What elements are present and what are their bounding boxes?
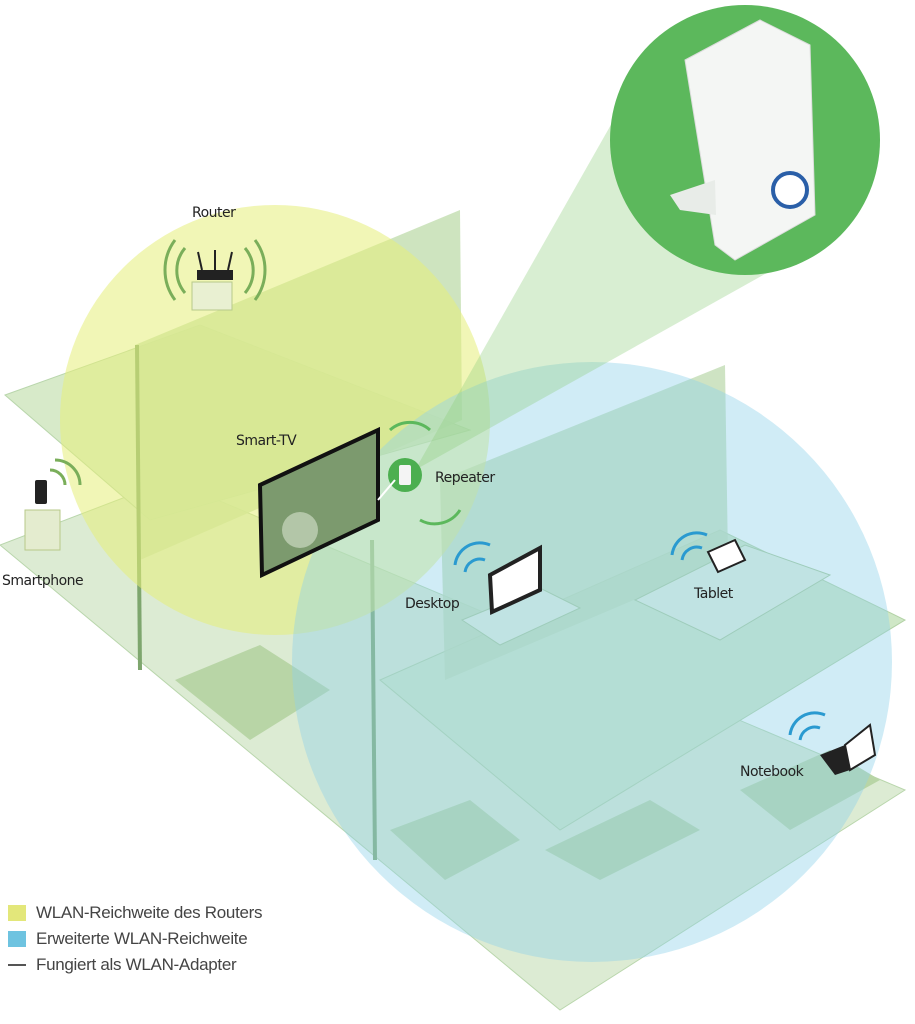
line-icon xyxy=(8,964,26,966)
notebook-label: Notebook xyxy=(740,764,805,780)
smart-tv-icon xyxy=(257,426,380,579)
tablet-icon xyxy=(670,531,747,574)
legend-adapter: Fungiert als WLAN-Adapter xyxy=(8,955,237,975)
repeater-device-image xyxy=(670,19,816,261)
router-icon xyxy=(163,239,267,311)
repeater-icon xyxy=(388,420,462,526)
desktop-label: Desktop xyxy=(405,596,460,612)
furniture xyxy=(390,800,520,880)
legend-label: Fungiert als WLAN-Adapter xyxy=(36,955,237,974)
router-range-circle xyxy=(60,205,490,635)
repeater-label: Repeater xyxy=(435,470,495,486)
bed xyxy=(633,544,832,641)
smart-tv-label: Smart-TV xyxy=(236,433,297,449)
desktop-icon xyxy=(453,541,542,616)
legend-router-range: WLAN-Reichweite des Routers xyxy=(8,903,263,923)
legend-label: Erweiterte WLAN-Reichweite xyxy=(36,929,248,948)
legend-label: WLAN-Reichweite des Routers xyxy=(36,903,263,922)
tablet-label: Tablet xyxy=(693,586,734,602)
notebook-icon xyxy=(788,711,877,775)
router-label: Router xyxy=(192,205,236,221)
legend-extended-range: Erweiterte WLAN-Reichweite xyxy=(8,929,248,949)
furniture xyxy=(175,645,330,740)
repeater-to-tv-link xyxy=(377,479,396,501)
furniture xyxy=(545,800,700,880)
extended-range-circle xyxy=(292,362,892,962)
blue-swatch-icon xyxy=(8,931,26,947)
yellow-swatch-icon xyxy=(8,905,26,921)
smartphone-icon xyxy=(24,458,82,551)
smartphone-label: Smartphone xyxy=(2,573,83,589)
